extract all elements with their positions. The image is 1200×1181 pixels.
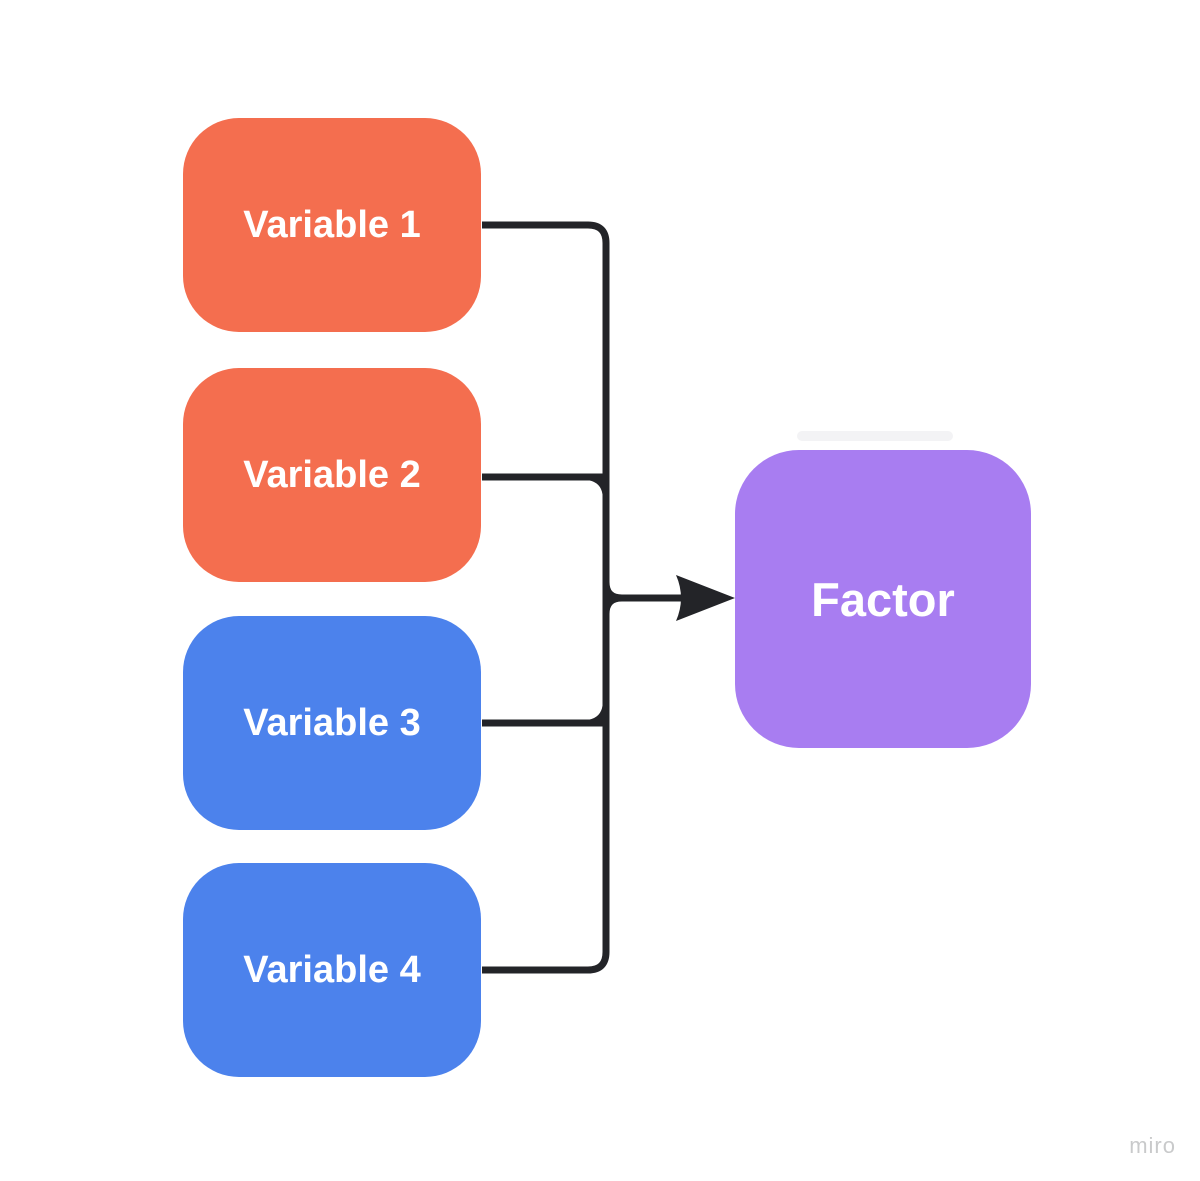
connector-trunk[interactable] [482,221,610,974]
node-label: Factor [811,572,955,626]
faint-shape-artifact [797,431,953,441]
node-label: Variable 2 [243,453,421,496]
node-label: Variable 1 [243,203,421,246]
node-label: Variable 3 [243,701,421,744]
connector-variable-3[interactable] [482,705,610,727]
connector-variable-2[interactable] [482,473,610,495]
arrow-head-icon[interactable] [676,575,735,621]
node-label: Variable 4 [243,948,421,991]
node-variable-4[interactable]: Variable 4 [183,863,481,1077]
node-variable-1[interactable]: Variable 1 [183,118,481,332]
node-variable-3[interactable]: Variable 3 [183,616,481,830]
connector-arrow-stem[interactable] [602,581,684,615]
node-variable-2[interactable]: Variable 2 [183,368,481,582]
node-factor[interactable]: Factor [735,450,1031,748]
miro-watermark: miro [1129,1133,1176,1158]
